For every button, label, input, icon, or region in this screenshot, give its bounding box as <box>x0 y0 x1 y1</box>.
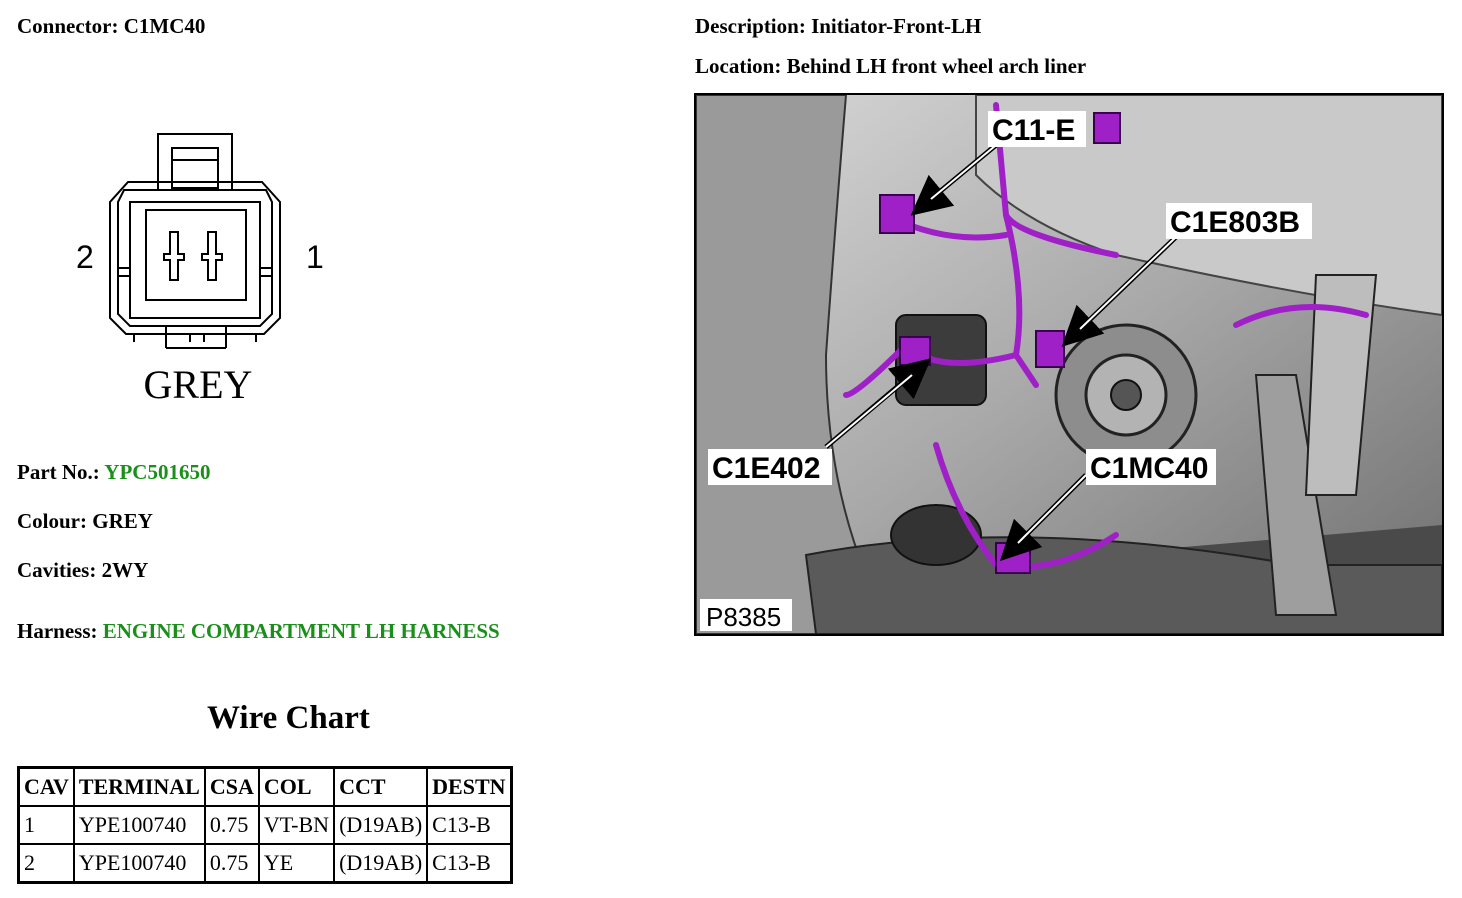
header-cav: CAV <box>17 766 75 807</box>
description-label: Description: <box>695 14 806 38</box>
header-csa: CSA <box>203 766 260 807</box>
header-cct: CCT <box>333 766 429 807</box>
figure-id: P8385 <box>706 602 781 632</box>
cavities-value: 2WY <box>101 558 149 582</box>
callout-c11-e: C11-E <box>992 114 1075 147</box>
cell-cct: (D19AB) <box>333 843 429 884</box>
cavities-label: Cavities: <box>17 558 97 582</box>
location-photo: C11-E C1E803B C1E402 C1MC40 P8385 <box>694 93 1444 636</box>
description-field: Description: Initiator-Front-LH <box>695 14 981 39</box>
cell-csa: 0.75 <box>203 843 260 884</box>
connector-value: C1MC40 <box>123 14 206 38</box>
connector-pinout-diagram: 2 1 GREY <box>76 133 324 407</box>
colour-value: GREY <box>92 509 153 533</box>
cell-cav: 1 <box>17 805 75 845</box>
colour-field: Colour: GREY <box>17 509 153 534</box>
callout-c1mc40: C1MC40 <box>1090 452 1208 485</box>
cell-destn: C13-B <box>426 805 513 845</box>
location-value: Behind LH front wheel arch liner <box>786 54 1087 78</box>
header-terminal: TERMINAL <box>72 766 206 807</box>
harness-label: Harness: <box>17 619 98 643</box>
callout-c1e803b: C1E803B <box>1170 206 1300 239</box>
location-field: Location: Behind LH front wheel arch lin… <box>695 54 1086 79</box>
table-row: 1 YPE100740 0.75 VT-BN (D19AB) C13-B <box>17 805 513 845</box>
cell-col: YE <box>257 843 336 884</box>
callout-c1e402: C1E402 <box>712 452 820 485</box>
cell-col: VT-BN <box>257 805 336 845</box>
harness-link[interactable]: ENGINE COMPARTMENT LH HARNESS <box>102 619 500 643</box>
pin-2-number: 2 <box>76 239 94 275</box>
cavities-field: Cavities: 2WY <box>17 558 148 583</box>
table-header-row: CAV TERMINAL CSA COL CCT DESTN <box>17 766 513 807</box>
harness-field: Harness: ENGINE COMPARTMENT LH HARNESS <box>17 619 500 644</box>
cell-csa: 0.75 <box>203 805 260 845</box>
connector-label: Connector: <box>17 14 119 38</box>
cell-cav: 2 <box>17 843 75 884</box>
wire-chart-table: CAV TERMINAL CSA COL CCT DESTN 1 YPE1007… <box>17 766 513 884</box>
pin-1-number: 1 <box>306 239 324 275</box>
part-no-label: Part No.: <box>17 460 100 484</box>
part-no-link[interactable]: YPC501650 <box>104 460 211 484</box>
cell-destn: C13-B <box>426 843 513 884</box>
cell-terminal: YPE100740 <box>72 805 206 845</box>
connector-colour-text: GREY <box>144 362 253 407</box>
wire-chart-title: Wire Chart <box>207 700 370 736</box>
cell-terminal: YPE100740 <box>72 843 206 884</box>
cell-cct: (D19AB) <box>333 805 429 845</box>
header-destn: DESTN <box>426 766 513 807</box>
header-col: COL <box>257 766 336 807</box>
connector-field: Connector: C1MC40 <box>17 14 205 39</box>
description-value: Initiator-Front-LH <box>811 14 982 38</box>
table-row: 2 YPE100740 0.75 YE (D19AB) C13-B <box>17 843 513 884</box>
location-label: Location: <box>695 54 782 78</box>
part-no-field: Part No.: YPC501650 <box>17 460 210 485</box>
location-illustration: C11-E C1E803B C1E402 C1MC40 P8385 <box>696 95 1442 634</box>
colour-label: Colour: <box>17 509 87 533</box>
